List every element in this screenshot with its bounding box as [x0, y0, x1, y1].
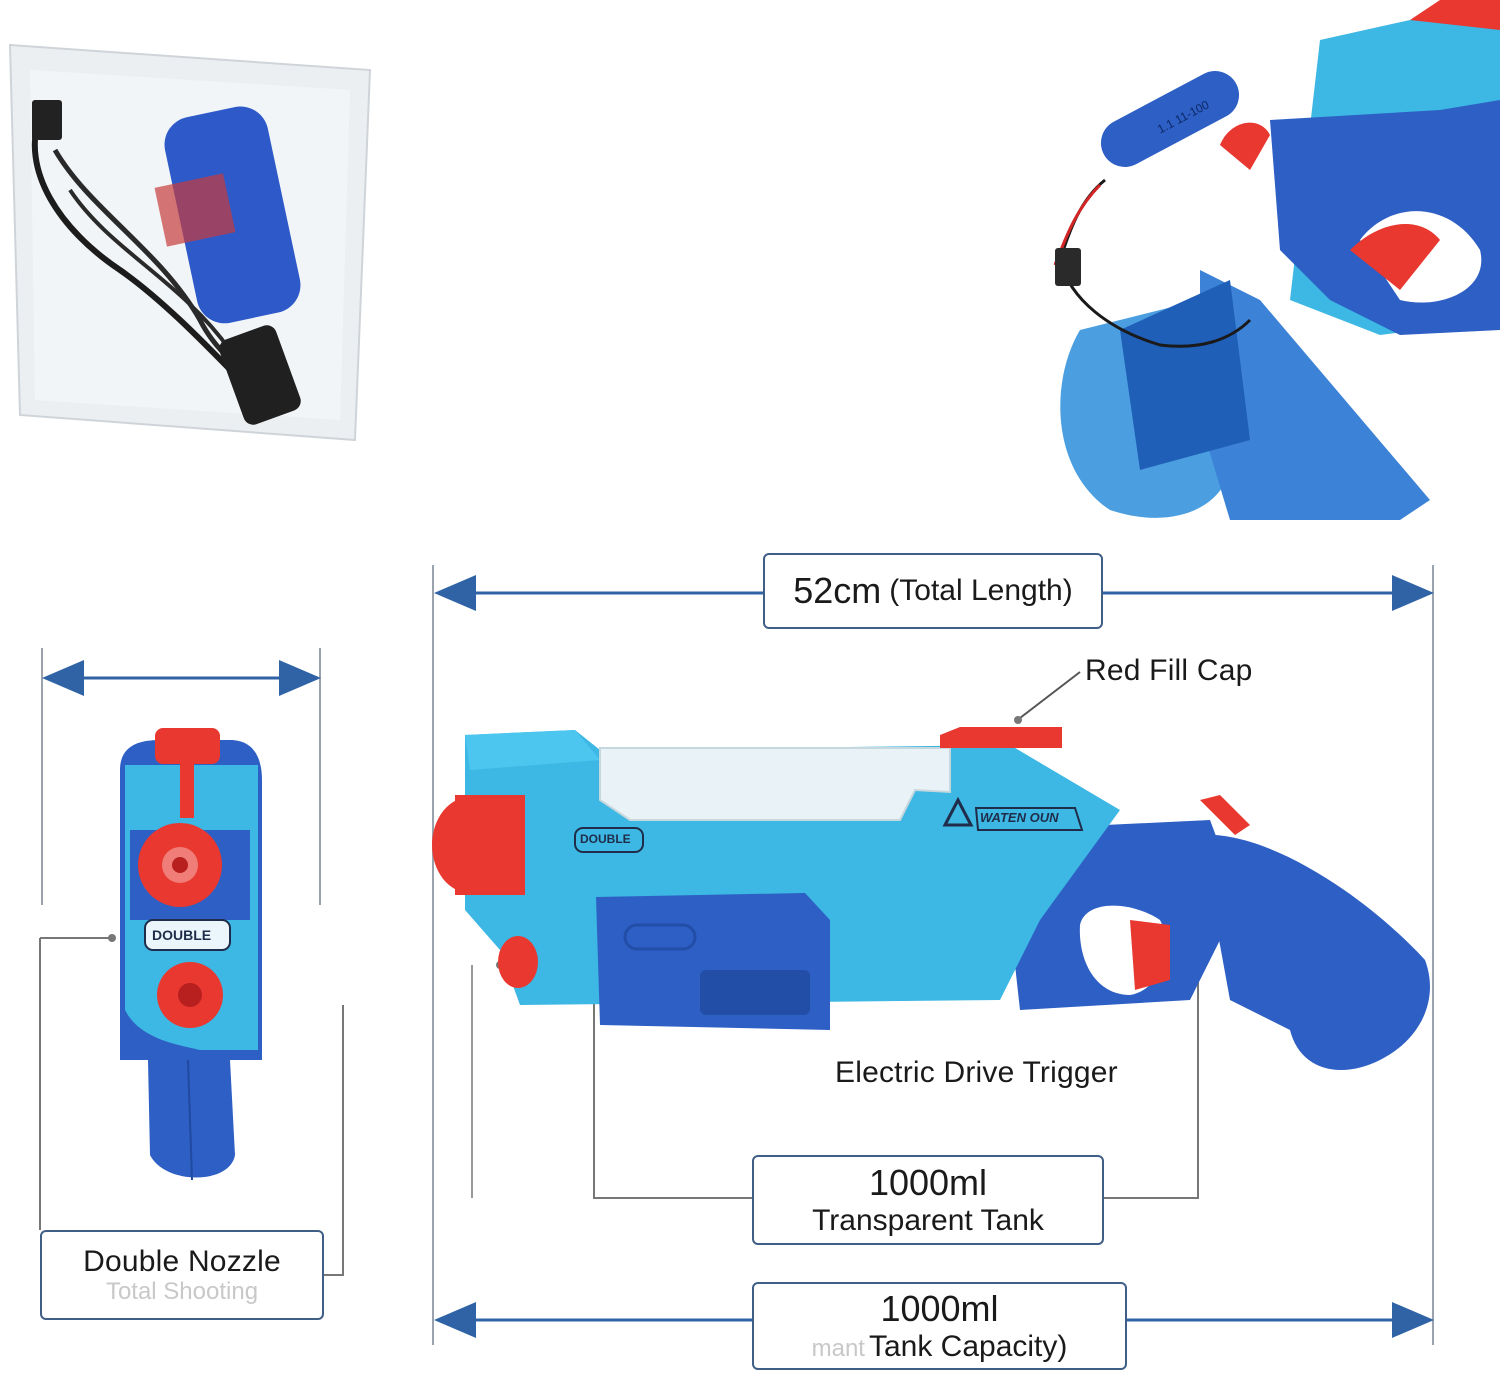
capacity-prefix-faded: mant [811, 1335, 865, 1362]
side-badge-decal: DOUBLE [580, 832, 631, 846]
tank-box: 1000ml Transparent Tank [752, 1155, 1104, 1245]
tank-volume: 1000ml [868, 1162, 988, 1203]
total-length-box: 52cm (Total Length) [763, 553, 1103, 629]
water-gun-front-view [120, 728, 262, 1181]
trigger-label: Electric Drive Trigger [835, 1056, 1118, 1089]
brand-decal: WATEN OUN [980, 810, 1059, 825]
tank-label: Transparent Tank [812, 1204, 1044, 1237]
battery-bag-image [8, 43, 372, 442]
water-gun-side-view [432, 727, 1430, 1070]
nozzle-sub-faded: Total Shooting [105, 1277, 259, 1305]
fill-cap-label: Red Fill Cap [1085, 654, 1253, 687]
nozzle-box: Double Nozzle Total Shooting [40, 1230, 324, 1320]
nozzle-label: Double Nozzle [83, 1244, 281, 1278]
total-length-note: (Total Length) [889, 574, 1073, 607]
capacity-box: 1000ml mant Tank Capacity) [752, 1282, 1127, 1370]
front-badge-decal: DOUBLE [152, 927, 212, 943]
capacity-value: 1000ml [880, 1288, 999, 1329]
battery-compartment-image [1053, 0, 1500, 520]
capacity-note: Tank Capacity) [868, 1330, 1068, 1363]
total-length-value: 52cm [793, 570, 882, 611]
